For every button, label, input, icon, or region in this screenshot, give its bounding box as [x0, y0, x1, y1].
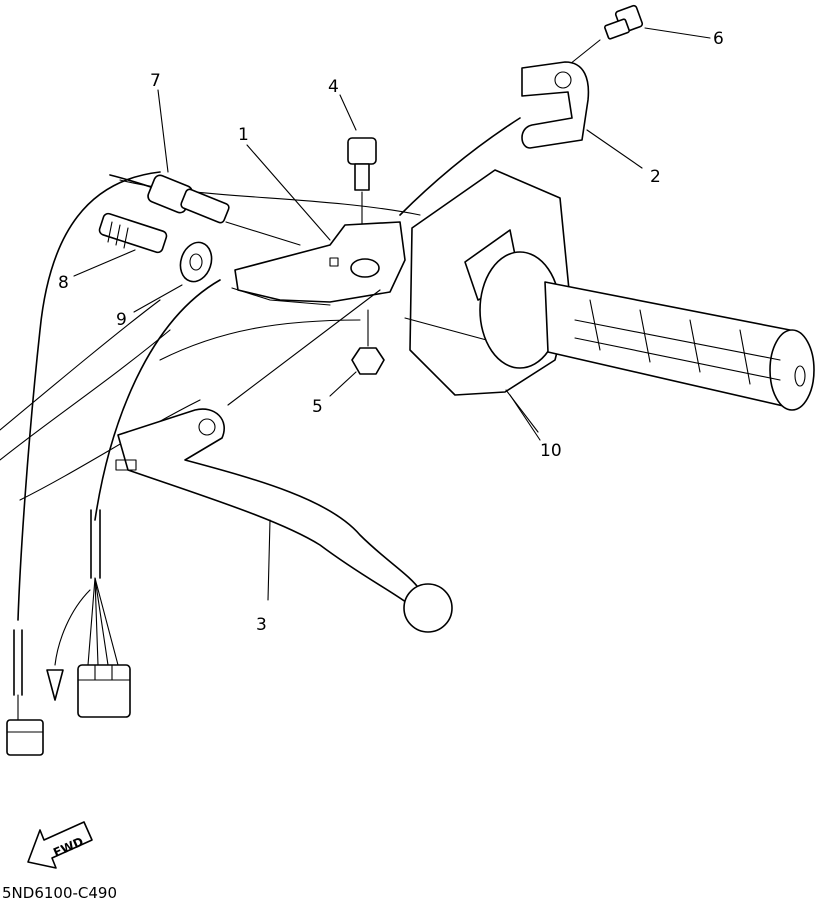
leader-lines	[73, 27, 711, 601]
part-7-cable-adjuster	[109, 174, 301, 246]
callout-10: 10	[540, 441, 562, 461]
callout-4: 4	[328, 77, 339, 97]
switch-wire-harness	[6, 171, 161, 756]
callout-3: 3	[256, 615, 267, 635]
callout-7: 7	[150, 71, 161, 91]
callout-1: 1	[238, 125, 249, 145]
part-3-lever	[115, 289, 453, 633]
callout-5: 5	[312, 397, 323, 417]
lever-wire-harness	[46, 279, 221, 718]
phantom-outline	[0, 179, 421, 501]
part-9-locknut	[179, 241, 213, 283]
part-2-clamp	[521, 61, 590, 149]
callout-9: 9	[116, 310, 127, 330]
callouts: 1 2 3 4 5 6 7 8 9 10	[58, 29, 724, 635]
part-5-nut	[351, 309, 385, 375]
part-6-screw	[559, 4, 644, 73]
callout-2: 2	[650, 167, 661, 187]
callout-6: 6	[713, 29, 724, 49]
part-4-pivot-bolt	[347, 137, 377, 256]
diagram-code: 5ND6100-C490	[2, 884, 117, 902]
part-8-adjuster-bolt	[98, 212, 168, 254]
part-1-lever-holder	[231, 221, 406, 306]
part-10-handlebar-switch	[399, 117, 815, 433]
forward-direction-arrow: FWD	[27, 821, 93, 869]
callout-8: 8	[58, 273, 69, 293]
